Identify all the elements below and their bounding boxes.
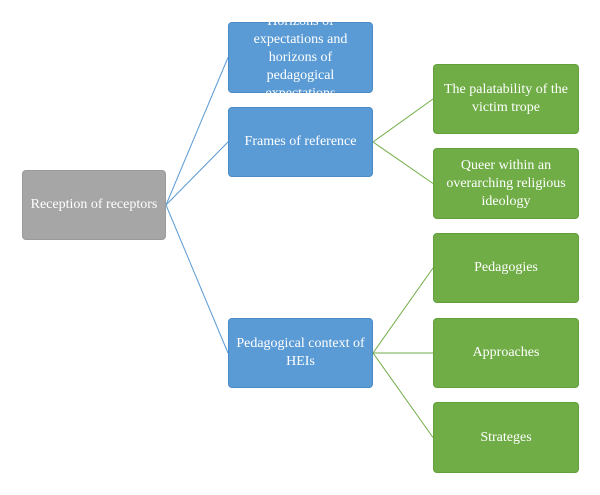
leaf-node-approaches: Approaches <box>433 318 579 388</box>
leaf-node-label: Approaches <box>472 345 540 360</box>
leaf-node-strateges: Strateges <box>433 402 579 473</box>
connector-frames-queer <box>372 141 434 184</box>
root-node-label: Reception of receptors <box>30 197 158 212</box>
branch-node-frames-of-reference: Frames of reference <box>228 107 373 177</box>
branch-node-label: Horizons of expectations and horizons of… <box>253 13 348 101</box>
leaf-node-label: Strateges <box>480 429 532 445</box>
connector-root-frames <box>165 141 229 206</box>
branch-node-horizons: Horizons of expectations and horizons of… <box>228 14 373 101</box>
root-node-reception-of-receptors: Reception of receptors <box>22 170 166 240</box>
leaf-node-label: Pedagogies <box>474 260 538 275</box>
leaf-node-queer-religious-ideology: Queer within an overarching religious id… <box>433 148 579 219</box>
connector-context-strateges <box>372 352 434 438</box>
leaf-node-label: Queer within an overarching religious id… <box>446 157 566 209</box>
branch-node-label: Pedagogical context of HEIs <box>236 336 365 369</box>
connector-root-context <box>165 204 229 354</box>
connector-root-horizons <box>165 57 229 206</box>
connector-context-pedagogies <box>372 267 434 354</box>
branch-node-label: Frames of reference <box>244 134 357 149</box>
connector-frames-palatability <box>372 98 434 143</box>
branch-node-pedagogical-context: Pedagogical context of HEIs <box>228 318 373 388</box>
leaf-node-label: The palatability of the victim trope <box>443 82 568 115</box>
leaf-node-palatability: The palatability of the victim trope <box>433 64 579 134</box>
leaf-node-pedagogies: Pedagogies <box>433 233 579 303</box>
